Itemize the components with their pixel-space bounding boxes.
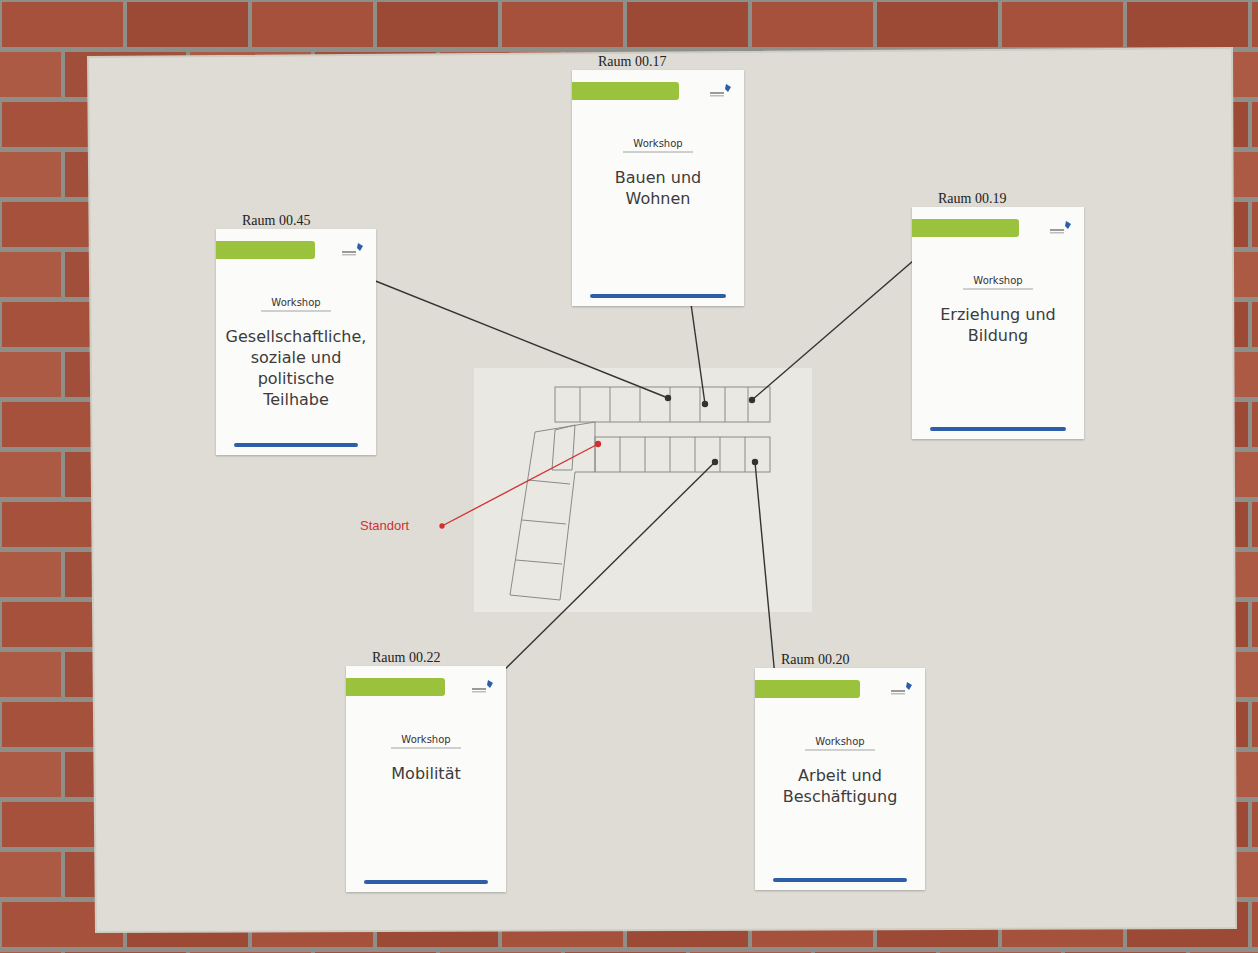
workshop-node: Raum 00.22WorkshopMobilität [346,650,506,892]
blue-bar [930,427,1066,431]
room-number: Raum 00.17 [572,54,744,70]
workshop-node: Raum 00.20WorkshopArbeit und Beschäftigu… [755,652,925,890]
workshop-label: Workshop [633,138,682,149]
green-bar [216,241,315,259]
subtitle-line [623,151,693,153]
location-label: Standort [360,518,409,533]
subtitle-line [805,749,875,751]
room-number: Raum 00.22 [346,650,506,666]
logo-icon [342,242,364,258]
logo-icon [891,681,913,697]
workshop-card: WorkshopBauen und Wohnen [572,70,744,306]
workshop-node: Raum 00.45WorkshopGesellschaftliche, soz… [216,213,376,455]
logo-icon [472,679,494,695]
workshop-title: Erziehung und Bildung [920,304,1076,346]
room-number: Raum 00.45 [216,213,376,229]
workshop-card: WorkshopMobilität [346,666,506,892]
workshop-title: Bauen und Wohnen [580,167,736,209]
green-bar [572,82,679,100]
workshop-card: WorkshopGesellschaftliche, soziale und p… [216,229,376,455]
workshop-node: Raum 00.17WorkshopBauen und Wohnen [572,54,744,306]
workshop-label: Workshop [815,736,864,747]
workshop-label: Workshop [973,275,1022,286]
subtitle-line [963,288,1033,290]
workshop-title: Arbeit und Beschäftigung [763,765,917,807]
header-band [755,680,925,698]
header-band [216,241,376,259]
workshop-card: WorkshopArbeit und Beschäftigung [755,668,925,890]
blue-bar [364,880,488,884]
green-bar [755,680,860,698]
workshop-node: Raum 00.19WorkshopErziehung und Bildung [912,191,1084,439]
header-band [346,678,506,696]
blue-bar [590,294,726,298]
header-band [912,219,1084,237]
green-bar [346,678,445,696]
header-band [572,82,744,100]
floor-plan [474,368,812,612]
workshop-title: Gesellschaftliche, soziale und politisch… [224,326,368,410]
standort-leader [440,442,601,529]
room-number: Raum 00.19 [912,191,1084,207]
green-bar [912,219,1019,237]
subtitle-line [261,310,331,312]
workshop-label: Workshop [271,297,320,308]
blue-bar [234,443,358,447]
logo-icon [710,83,732,99]
room-number: Raum 00.20 [755,652,925,668]
workshop-title: Mobilität [391,763,460,784]
subtitle-line [391,747,461,749]
blue-bar [773,878,907,882]
logo-icon [1050,220,1072,236]
leader-lines [346,246,931,691]
poster-paper [88,48,1236,932]
workshop-label: Workshop [401,734,450,745]
workshop-card: WorkshopErziehung und Bildung [912,207,1084,439]
